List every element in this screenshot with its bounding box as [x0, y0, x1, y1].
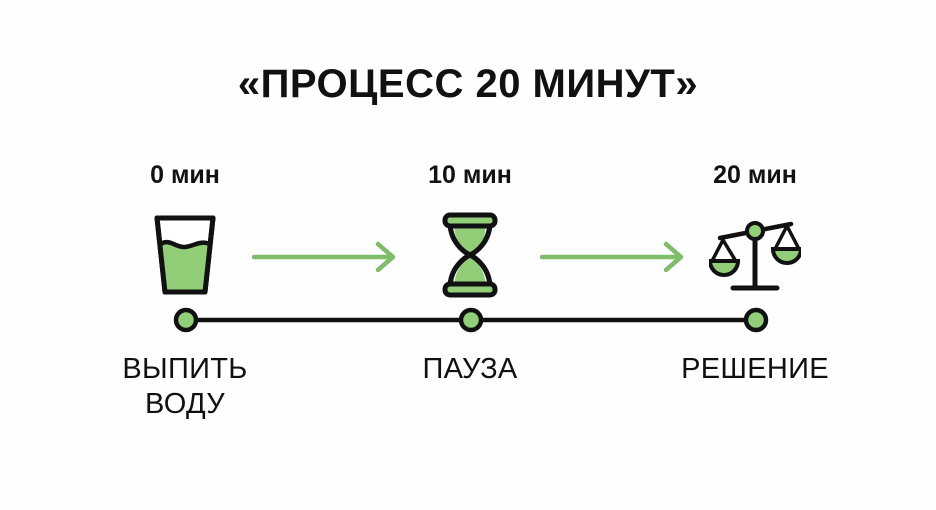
arrow-right-icon-1 — [251, 240, 400, 274]
arrow-right-glyph-2 — [539, 241, 684, 273]
step-caption-1-line1: ПАУЗА — [422, 353, 518, 385]
arrow-right-icon-2 — [539, 240, 688, 274]
step-caption-2: РЕШЕНИЕ — [625, 352, 885, 387]
step-caption-1: ПАУЗА — [340, 352, 600, 387]
step-item-1: 10 мин — [360, 160, 580, 298]
step-caption-0-line1: ВЫПИТЬ — [122, 353, 248, 385]
arrow-right-glyph-1 — [251, 241, 396, 273]
timeline-graphic — [173, 307, 769, 333]
step-icon-0 — [75, 210, 295, 298]
page-title: «ПРОЦЕСС 20 МИНУТ» — [237, 62, 699, 106]
glass-of-water-icon — [154, 215, 216, 295]
step-caption-0-line2: ВОДУ — [145, 388, 225, 420]
timeline-marker-0[interactable] — [173, 307, 199, 333]
step-time-label-2: 20 мин — [713, 161, 797, 189]
step-item-2: 20 мин — [645, 160, 865, 298]
step-caption-2-line1: РЕШЕНИЕ — [681, 353, 829, 385]
timeline-track — [150, 300, 790, 340]
hourglass-icon — [442, 212, 498, 298]
timeline-marker-2[interactable] — [743, 307, 769, 333]
step-item-0: 0 мин — [75, 160, 295, 298]
step-icon-1 — [360, 210, 580, 298]
timeline-marker-1[interactable] — [458, 307, 484, 333]
balance-scales-icon — [709, 221, 801, 291]
step-time-label-1: 10 мин — [428, 161, 512, 189]
step-caption-0: ВЫПИТЬ ВОДУ — [55, 352, 315, 422]
step-icon-2 — [645, 210, 865, 298]
step-time-label-0: 0 мин — [150, 161, 220, 189]
